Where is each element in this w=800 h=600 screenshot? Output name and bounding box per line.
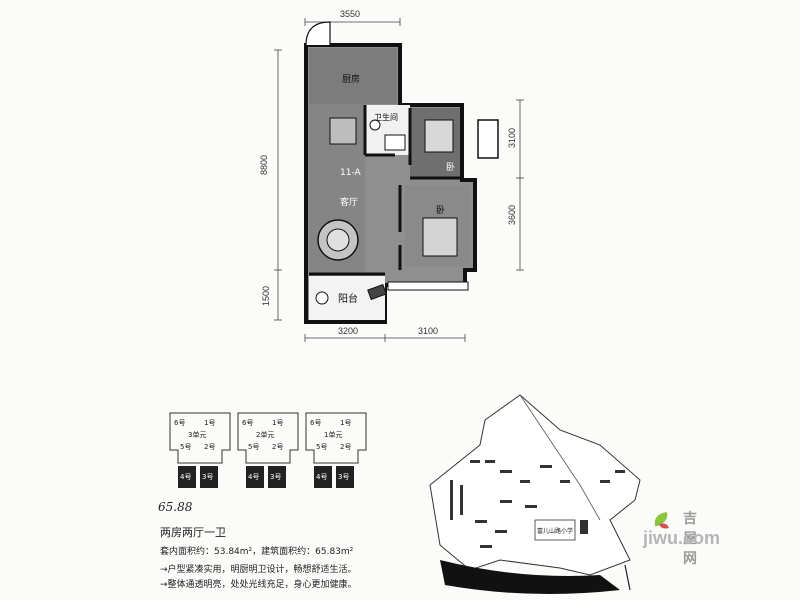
room-balcony-label: 阳台 [338,294,358,305]
layout-title: 两房两厅一卫 [160,526,226,539]
unit2-name: 2单元 [256,431,275,439]
unit3-mid-left: 5号 [180,443,192,451]
room-kitchen-label: 厨房 [342,75,361,85]
bullet-1: →户型紧凑实用，明厨明卫设计，畅想舒适生活。 [160,565,357,575]
unit2-mid-left: 5号 [248,443,260,451]
room-bathroom-label: 卫生间 [374,113,398,122]
unit3-mid-right: 2号 [204,443,216,451]
unit1-top-left: 6号 [310,419,322,427]
unit3-bottom-left: 4号 [180,473,192,481]
area-line: 套内面积约：53.84m²，建筑面积约：65.83m² [160,547,354,557]
dim-top: 3550 [340,9,361,19]
unit2-bottom-left: 4号 [248,473,260,481]
unit3-top-right: 1号 [204,419,216,427]
unit1-mid-left: 5号 [316,443,328,451]
unit2-top-left: 6号 [242,419,254,427]
leaf-icon [654,512,669,529]
unit1-mid-right: 2号 [340,443,352,451]
unit1-bottom-left: 4号 [316,473,328,481]
room-living-label: 客厅 [340,198,359,208]
school-label: 富儿山路小学 [537,528,574,535]
unit2-bottom-right: 3号 [270,473,282,481]
key-plan-outline [169,412,367,488]
dim-bottom-left: 3200 [338,326,359,336]
unit3-bottom-right: 3号 [202,473,214,481]
unit1-bottom-right: 3号 [338,473,350,481]
handwritten-note: 65.88 [158,500,193,514]
unit-code: 11-A [340,168,361,178]
room-bedroom1-label: 卧 [446,163,456,173]
watermark-en: jiwu.com [643,528,721,548]
unit2-top-right: 1号 [272,419,284,427]
unit3-name: 3单元 [188,431,207,439]
dim-bottom-right: 3100 [418,326,439,336]
key-plan: 6号 1号 3单元 5号 2号 4号 3号 6号 1号 2单元 5号 2号 4号… [160,408,390,503]
bullet-2: →整体通透明亮，处处光线充足，身心更加健康。 [160,580,357,590]
room-bedroom2-label: 卧 [436,206,446,216]
unit3-top-left: 6号 [174,419,186,427]
unit1-top-right: 1号 [340,419,352,427]
watermark-cn: 吉屋网 [683,511,697,567]
unit1-name: 1单元 [324,431,343,439]
unit2-mid-right: 2号 [272,443,284,451]
